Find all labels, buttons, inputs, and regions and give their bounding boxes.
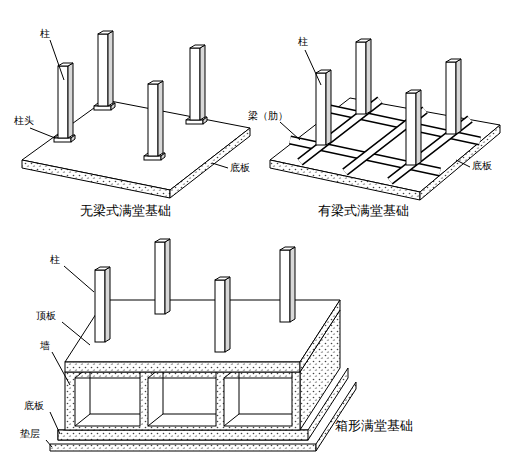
part-label: 墙 — [40, 340, 50, 352]
part-label: 柱 — [40, 28, 50, 40]
part-label: 顶板 — [36, 310, 56, 322]
part-label: 垫层 — [20, 428, 40, 440]
part-label: 底板 — [230, 162, 250, 174]
beam-slab-raft — [270, 39, 500, 200]
part-label: 底板 — [24, 400, 44, 412]
box-raft — [46, 239, 356, 451]
part-label: 柱头 — [14, 115, 34, 127]
part-label: 柱 — [50, 254, 60, 266]
flat-slab-raft — [22, 31, 250, 198]
caption-text: 箱形满堂基础 — [335, 418, 413, 434]
part-label: 梁（肋） — [248, 110, 288, 122]
caption-text: 无梁式满堂基础 — [80, 203, 171, 219]
caption-text: 有梁式满堂基础 — [318, 203, 409, 219]
part-label: 底板 — [472, 160, 492, 172]
part-label: 柱 — [298, 36, 308, 48]
